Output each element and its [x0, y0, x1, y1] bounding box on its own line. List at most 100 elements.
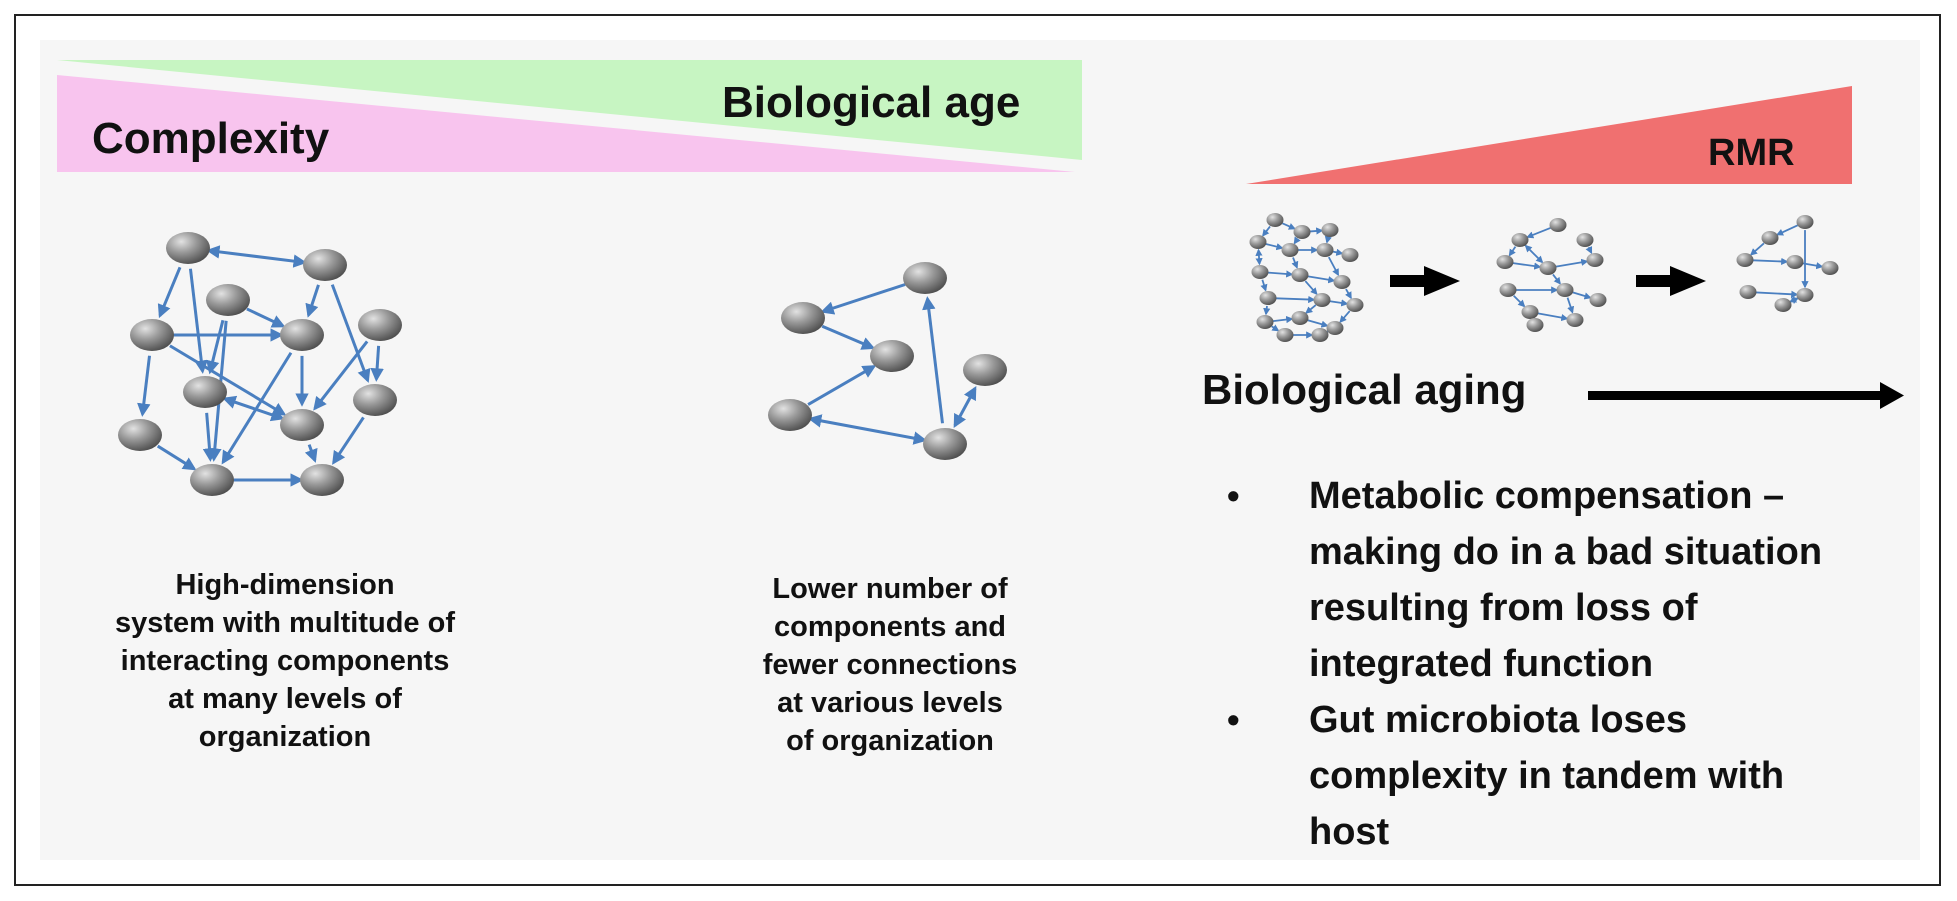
component-node	[1556, 283, 1574, 297]
component-node	[1313, 293, 1331, 307]
connection-arrow	[807, 414, 928, 445]
connection-arrow	[820, 283, 906, 315]
connection-arrow	[222, 395, 285, 422]
bullet-icon: •	[1227, 475, 1240, 516]
connection-arrow	[1271, 324, 1280, 332]
connection-arrow	[1307, 319, 1329, 328]
component-node	[1291, 311, 1309, 325]
component-node	[206, 284, 250, 316]
connection-arrow	[246, 307, 286, 328]
component-node	[903, 262, 947, 294]
connection-arrow	[1265, 243, 1284, 251]
complex-network	[118, 232, 402, 496]
connection-arrow	[1776, 224, 1799, 236]
component-node	[1796, 215, 1814, 229]
mini-network-2	[1496, 218, 1607, 332]
component-node	[1786, 255, 1804, 269]
biological-age-wedge	[57, 60, 1082, 160]
connection-arrow	[1756, 290, 1799, 298]
caption-line: of organization	[786, 725, 994, 757]
list-item-line: complexity in tandem with	[1309, 755, 1785, 797]
complexity-label: Complexity	[92, 114, 330, 163]
caption-line: organization	[198, 721, 372, 753]
bullet-icon: •	[1227, 699, 1240, 740]
connection-arrow	[1512, 262, 1542, 270]
component-node	[358, 309, 402, 341]
rmr-wedge	[1246, 86, 1852, 184]
component-node	[1321, 223, 1339, 237]
component-node	[1796, 288, 1814, 302]
consequence-list: • Metabolic compensation – making do in …	[1225, 468, 1925, 860]
list-item: • Metabolic compensation – making do in …	[1225, 468, 1925, 692]
connection-arrow	[1305, 304, 1317, 314]
connection-arrow	[156, 444, 197, 471]
connection-arrow	[157, 266, 182, 319]
caption-line: fewer connections	[762, 649, 1018, 681]
component-node	[1549, 218, 1567, 232]
component-node	[1521, 305, 1539, 319]
component-node	[166, 232, 210, 264]
connection-arrow	[1566, 297, 1575, 314]
component-node	[963, 354, 1007, 386]
mini-network-3	[1736, 215, 1839, 312]
caption-line: components and	[773, 611, 1006, 643]
component-node	[1276, 328, 1294, 342]
connection-arrow	[821, 324, 876, 350]
component-node	[1821, 261, 1839, 275]
connection-arrow	[1526, 227, 1551, 239]
component-node	[1736, 253, 1754, 267]
connection-arrow	[1260, 279, 1268, 292]
component-node	[130, 319, 174, 351]
connection-arrow	[305, 284, 320, 318]
connection-arrow	[807, 365, 877, 406]
connection-arrow	[1293, 236, 1301, 245]
simple-network	[768, 262, 1007, 460]
list-item-line: resulting from loss of	[1309, 587, 1698, 629]
component-node	[353, 384, 397, 416]
connection-arrow	[1802, 262, 1824, 270]
component-node	[1326, 321, 1344, 335]
component-node	[1526, 318, 1544, 332]
component-node	[1566, 313, 1584, 327]
list-item: • Gut microbiota loses complexity in tan…	[1225, 692, 1925, 860]
component-node	[870, 340, 914, 372]
component-node	[183, 376, 227, 408]
connection-arrow	[332, 416, 365, 465]
connection-arrow	[137, 355, 151, 417]
connection-arrow	[206, 319, 225, 375]
list-item-line: host	[1309, 811, 1390, 853]
component-node	[1511, 233, 1529, 247]
biological-age-label: Biological age	[722, 78, 1021, 127]
biological-aging-label: Biological aging	[1202, 366, 1527, 413]
component-node	[1316, 243, 1334, 257]
connection-arrow	[1332, 248, 1344, 256]
component-node	[923, 428, 967, 460]
component-node	[1311, 328, 1329, 342]
component-node	[1346, 298, 1364, 312]
caption-line: interacting components	[120, 645, 450, 677]
list-item-line: making do in a bad situation	[1309, 531, 1823, 573]
complex-network-caption: High-dimension system with multitude of …	[90, 566, 480, 756]
component-node	[1539, 261, 1557, 275]
connection-arrow	[1309, 227, 1324, 235]
component-node	[1291, 268, 1309, 282]
list-item-line: Gut microbiota loses	[1309, 699, 1687, 741]
component-node	[1249, 235, 1267, 249]
connection-arrow	[1513, 295, 1526, 308]
connection-arrow	[1282, 222, 1296, 230]
connection-arrow	[953, 386, 977, 428]
rmr-label: RMR	[1708, 132, 1795, 174]
component-node	[303, 249, 347, 281]
component-node	[768, 399, 812, 431]
connection-arrow	[1262, 225, 1271, 237]
connection-arrow	[1304, 280, 1318, 296]
component-node	[1281, 243, 1299, 257]
connection-arrow	[1345, 288, 1352, 300]
connection-arrow	[1508, 246, 1517, 257]
component-node	[781, 302, 825, 334]
connection-arrow	[922, 296, 944, 424]
connection-arrow	[1255, 248, 1263, 266]
component-node	[1761, 231, 1779, 245]
progression-arrow-1	[1390, 266, 1460, 296]
